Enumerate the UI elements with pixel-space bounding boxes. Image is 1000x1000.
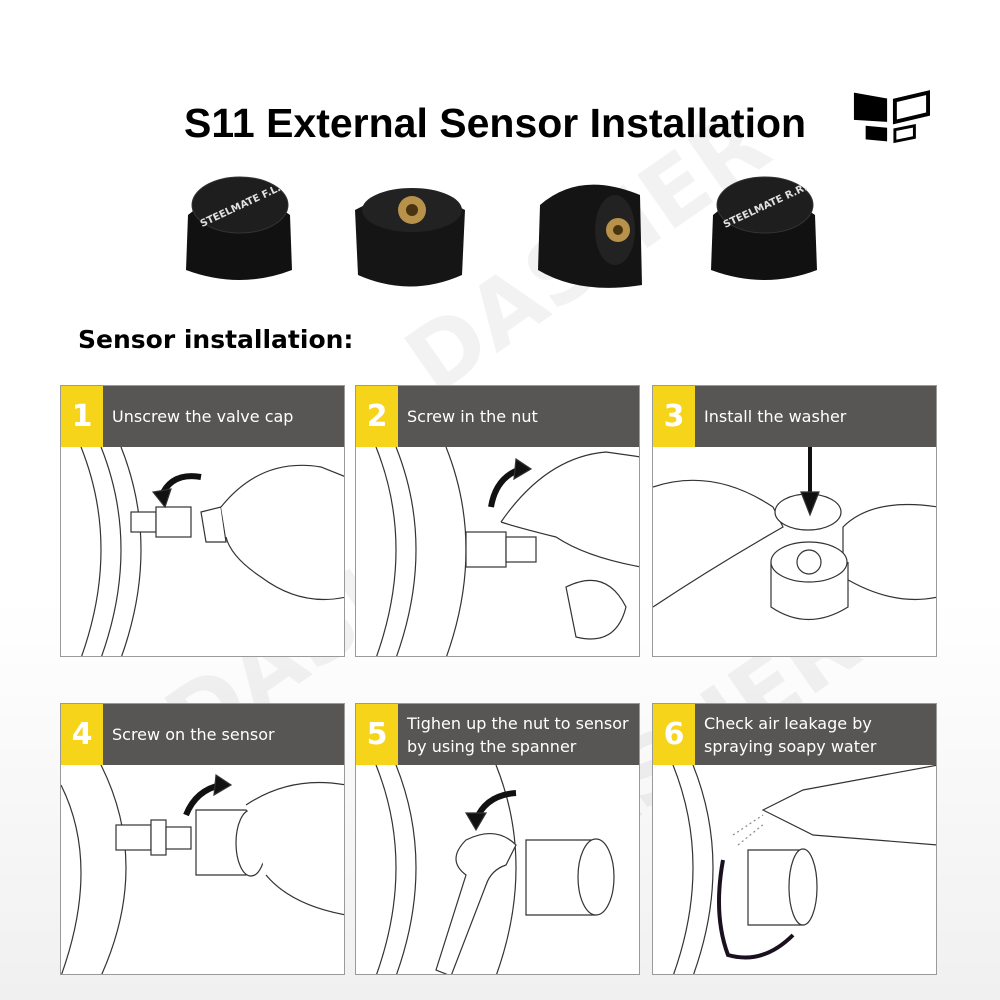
- step-number: 4: [61, 704, 103, 765]
- sensor-product-photos: STEELMATE F.L. STEELMATE R.R.: [186, 176, 817, 288]
- section-subtitle: Sensor installation:: [78, 325, 354, 354]
- step-number: 5: [356, 704, 398, 765]
- step-number: 2: [356, 386, 398, 447]
- sensor-cap-rr: STEELMATE R.R.: [711, 176, 817, 280]
- step-number: 6: [653, 704, 695, 765]
- page-title: S11 External Sensor Installation: [184, 100, 807, 146]
- step-text: Check air leakage by spraying soapy wate…: [704, 713, 877, 756]
- step-text: Install the washer: [704, 407, 847, 426]
- step-text: Screw on the sensor: [112, 725, 275, 744]
- brand-logo-icon: [853, 90, 930, 144]
- step-text: Tighen up the nut to sensor by using the…: [407, 713, 629, 756]
- step-number: 1: [61, 386, 103, 447]
- screw-on-sensor-illustration: [61, 765, 344, 974]
- step-4-panel: 4 Screw on the sensor: [60, 703, 345, 975]
- step-text: Screw in the nut: [407, 407, 538, 426]
- sensor-nut-side: [538, 184, 642, 288]
- screw-in-nut-illustration: [375, 447, 639, 656]
- sensor-nut-front: [355, 188, 465, 287]
- spanner-tighten-illustration: [375, 765, 615, 974]
- unscrew-valve-cap-illustration: [80, 447, 344, 656]
- step-1-panel: 1 Unscrew the valve cap: [60, 385, 345, 657]
- step-number: 3: [653, 386, 695, 447]
- step-2-panel: 2 Screw in the nut: [355, 385, 640, 657]
- sensor-cap-fl: STEELMATE F.L.: [186, 176, 292, 280]
- step-text: Unscrew the valve cap: [112, 407, 294, 426]
- spray-soapy-water-illustration: [672, 765, 936, 974]
- step-3-panel: 3 Install the washer: [652, 385, 937, 657]
- install-washer-illustration: [653, 447, 936, 621]
